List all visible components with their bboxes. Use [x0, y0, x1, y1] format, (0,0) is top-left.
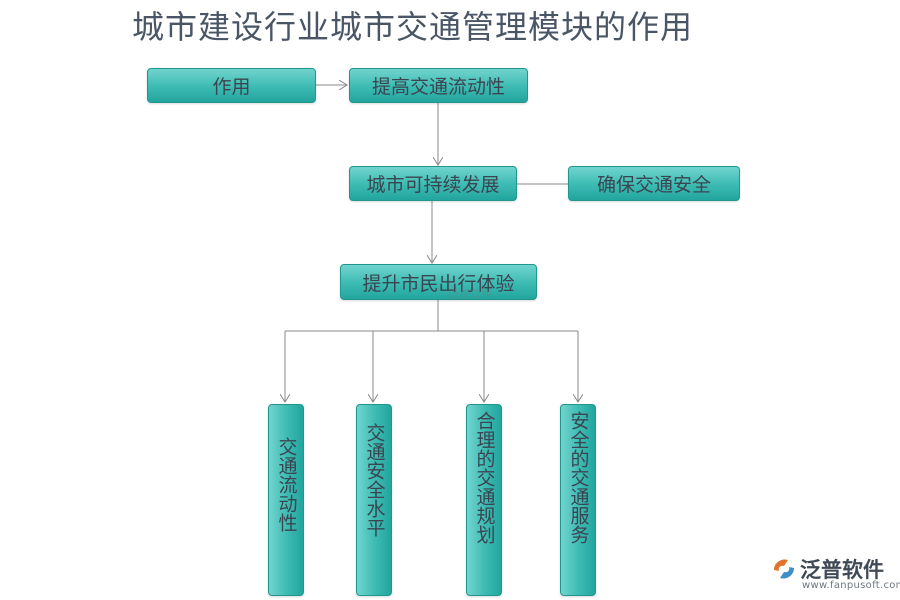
node-improve-flow: 提高交通流动性 — [349, 68, 528, 103]
node-service: 安全的交通服务 — [560, 404, 596, 596]
fanpu-logo-icon — [774, 559, 794, 579]
page-title: 城市建设行业城市交通管理模块的作用 — [132, 8, 694, 46]
node-experience-label: 提升市民出行体验 — [362, 272, 515, 295]
node-improve-flow-label: 提高交通流动性 — [371, 76, 505, 98]
node-planning: 合理的交通规划 — [466, 404, 502, 596]
node-experience: 提升市民出行体验 — [340, 264, 537, 300]
node-role-label: 作用 — [212, 76, 251, 98]
node-flow-label: 交通流动性 — [275, 437, 298, 532]
node-safety-level-label: 交通安全水平 — [363, 423, 386, 537]
node-sustainable: 城市可持续发展 — [349, 166, 517, 201]
node-sustainable-label: 城市可持续发展 — [366, 174, 500, 196]
node-flow: 交通流动性 — [268, 404, 304, 596]
watermark: 泛普软件 — [448, 288, 492, 301]
node-ensure-safety-label: 确保交通安全 — [596, 174, 711, 196]
node-planning-label: 合理的交通规划 — [473, 411, 496, 544]
brand-logo: 泛普软件 www.fanpusoft.com — [770, 552, 900, 598]
node-role: 作用 — [147, 68, 316, 103]
logo-name: 泛普软件 — [800, 558, 884, 582]
logo-url: www.fanpusoft.com — [802, 580, 900, 591]
node-safety-level: 交通安全水平 — [356, 404, 392, 596]
node-service-label: 安全的交通服务 — [567, 411, 590, 544]
node-ensure-safety: 确保交通安全 — [568, 166, 740, 201]
